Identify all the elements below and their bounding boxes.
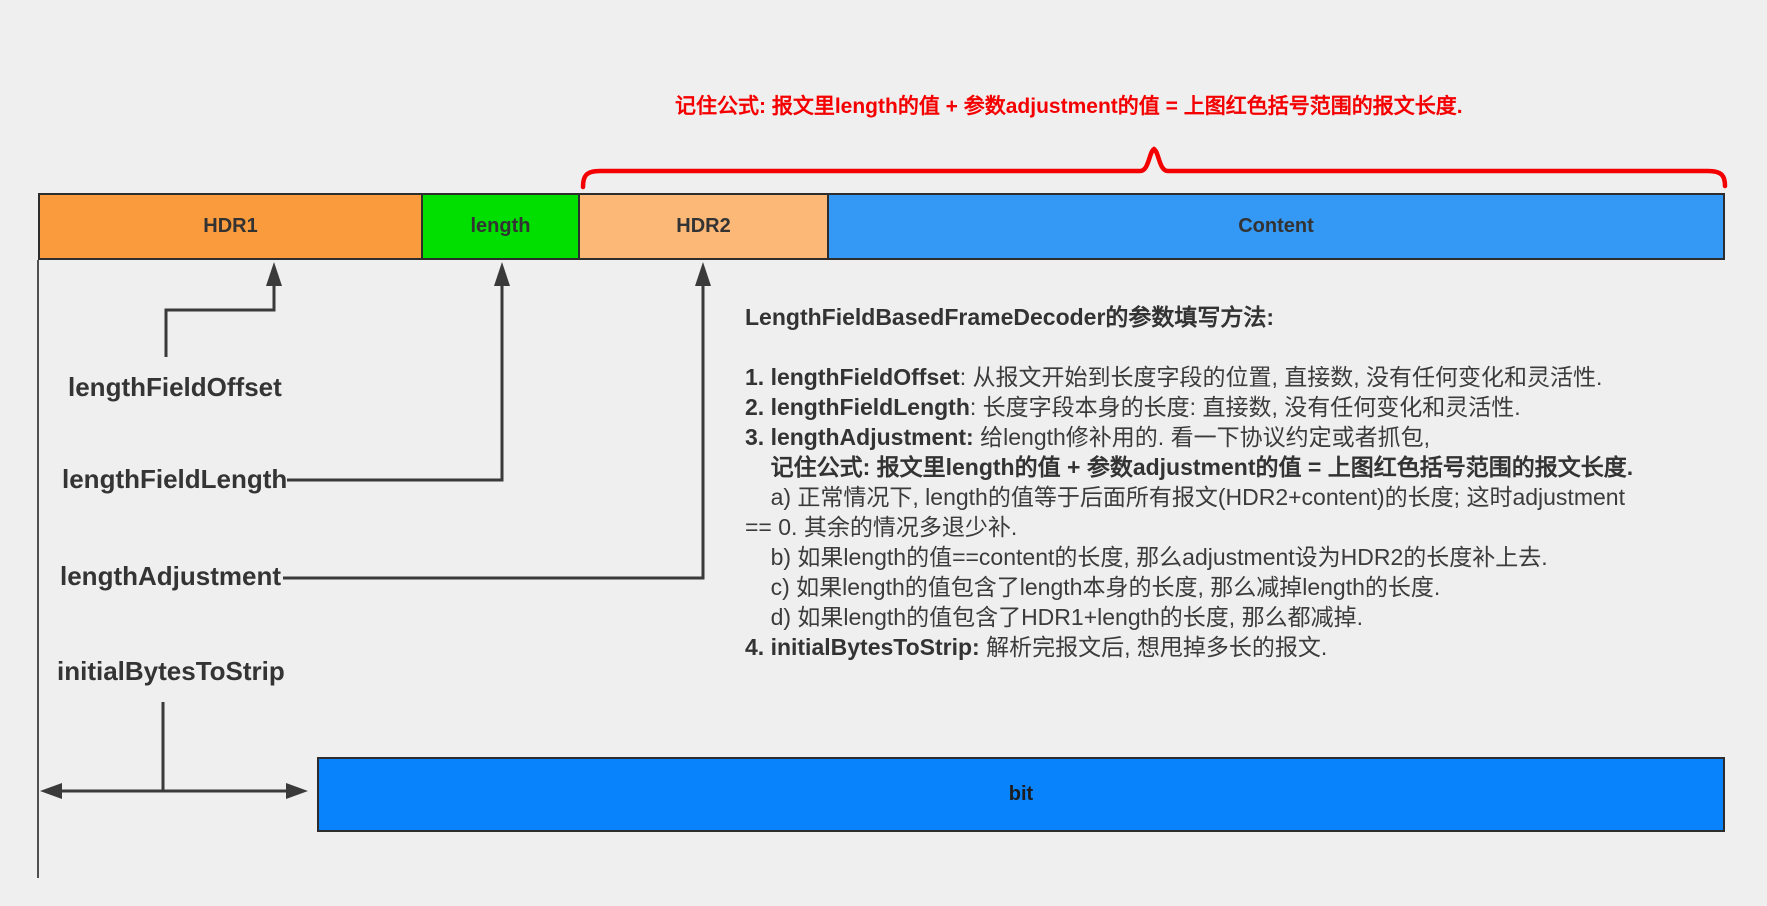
segment-content: Content bbox=[829, 195, 1723, 258]
label-length-field-length: lengthFieldLength bbox=[62, 464, 288, 494]
length-adjustment-arrowhead bbox=[695, 262, 711, 286]
label-length-field-offset: lengthFieldOffset bbox=[68, 372, 282, 402]
explanation-line: 4. initialBytesToStrip: 解析完报文后, 想甩掉多长的报文… bbox=[745, 634, 1328, 660]
segment-length: length bbox=[423, 195, 580, 258]
stripped-frame-bar-label: bit bbox=[1008, 783, 1034, 805]
segment-content-label: Content bbox=[1238, 215, 1314, 237]
explanation-line: b) 如果length的值==content的长度, 那么adjustment设… bbox=[745, 544, 1548, 570]
packet-frame-bar: HDR1 length HDR2 Content bbox=[38, 193, 1725, 260]
explanation-line: 记住公式: 报文里length的值 + 参数adjustment的值 = 上图红… bbox=[745, 454, 1634, 480]
explanation-line: c) 如果length的值包含了length本身的长度, 那么减掉length的… bbox=[745, 574, 1441, 600]
explanation-line: d) 如果length的值包含了HDR1+length的长度, 那么都减掉. bbox=[745, 604, 1363, 630]
segment-hdr2: HDR2 bbox=[580, 195, 829, 258]
strip-range-arrowhead-left bbox=[40, 783, 62, 799]
length-field-length-arrowhead bbox=[494, 262, 510, 286]
segment-hdr1: HDR1 bbox=[40, 195, 423, 258]
label-length-adjustment: lengthAdjustment bbox=[60, 561, 281, 591]
explanation-line: a) 正常情况下, length的值等于后面所有报文(HDR2+content)… bbox=[745, 484, 1625, 510]
explanation-line bbox=[745, 332, 1633, 362]
segment-length-label: length bbox=[470, 215, 531, 237]
length-field-length-arrow bbox=[287, 286, 504, 482]
length-field-offset-arrowhead bbox=[266, 262, 282, 286]
red-brace bbox=[580, 146, 1728, 190]
formula-banner: 记住公式: 报文里length的值 + 参数adjustment的值 = 上图红… bbox=[675, 95, 1463, 118]
explanation-line: LengthFieldBasedFrameDecoder的参数填写方法: bbox=[745, 304, 1275, 330]
strip-range-arrowhead-right bbox=[286, 783, 308, 799]
label-initial-bytes-to-strip: initialBytesToStrip bbox=[57, 656, 285, 686]
segment-hdr1-label: HDR1 bbox=[203, 215, 258, 237]
length-field-offset-arrow bbox=[164, 286, 276, 357]
explanation-line: 1. lengthFieldOffset: 从报文开始到长度字段的位置, 直接数… bbox=[745, 364, 1603, 390]
explanation-line: 2. lengthFieldLength: 长度字段本身的长度: 直接数, 没有… bbox=[745, 394, 1521, 420]
explanation-text: LengthFieldBasedFrameDecoder的参数填写方法: 1. l… bbox=[745, 302, 1633, 662]
length-adjustment-arrow bbox=[283, 286, 705, 580]
explanation-line: 3. lengthAdjustment: 给length修补用的. 看一下协议约… bbox=[745, 424, 1430, 450]
segment-hdr2-label: HDR2 bbox=[676, 215, 731, 237]
explanation-line: == 0. 其余的情况多退少补. bbox=[745, 514, 1018, 540]
stripped-frame-bar: bit bbox=[317, 757, 1725, 832]
